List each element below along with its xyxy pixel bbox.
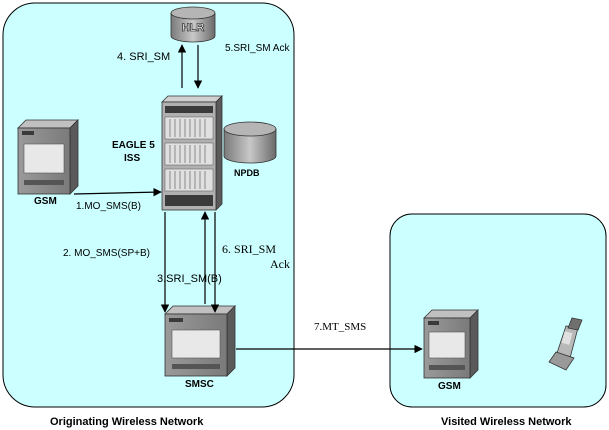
step6-label-line1: 6. SRI_SM bbox=[222, 242, 276, 256]
step3-label: 3.SRI_SM(B) bbox=[157, 273, 222, 285]
gsm-left-label: GSM bbox=[34, 196, 57, 207]
phone-icon bbox=[548, 317, 583, 371]
visited-network-region bbox=[389, 213, 607, 408]
npdb-icon bbox=[223, 121, 277, 164]
step5-label: 5.SRI_SM Ack bbox=[225, 43, 290, 54]
eagle-label-line1: EAGLE 5 bbox=[112, 140, 155, 151]
step1-label: 1.MO_SMS(B) bbox=[76, 201, 141, 212]
gsm-left-icon bbox=[17, 119, 79, 195]
smsc-label: SMSC bbox=[185, 379, 214, 390]
step7-label: 7.MT_SMS bbox=[314, 321, 366, 333]
step2-label: 2. MO_SMS(SP+B) bbox=[63, 248, 150, 259]
smsc-icon bbox=[164, 305, 236, 377]
gsm-right-icon bbox=[423, 309, 479, 379]
originating-network-caption: Originating Wireless Network bbox=[50, 416, 204, 428]
step4-label: 4. SRI_SM bbox=[117, 51, 170, 63]
hlr-label: HLR bbox=[182, 22, 205, 34]
npdb-label: NPDB bbox=[234, 168, 260, 178]
step6-label-line2: Ack bbox=[270, 257, 290, 271]
gsm-right-label: GSM bbox=[438, 381, 461, 392]
hlr-icon bbox=[170, 6, 216, 43]
eagle-label-line2: ISS bbox=[124, 153, 140, 164]
eagle-rack-icon bbox=[161, 95, 223, 211]
arrow-step1-gsm-to-eagle bbox=[73, 187, 162, 197]
visited-network-caption: Visited Wireless Network bbox=[441, 416, 572, 428]
